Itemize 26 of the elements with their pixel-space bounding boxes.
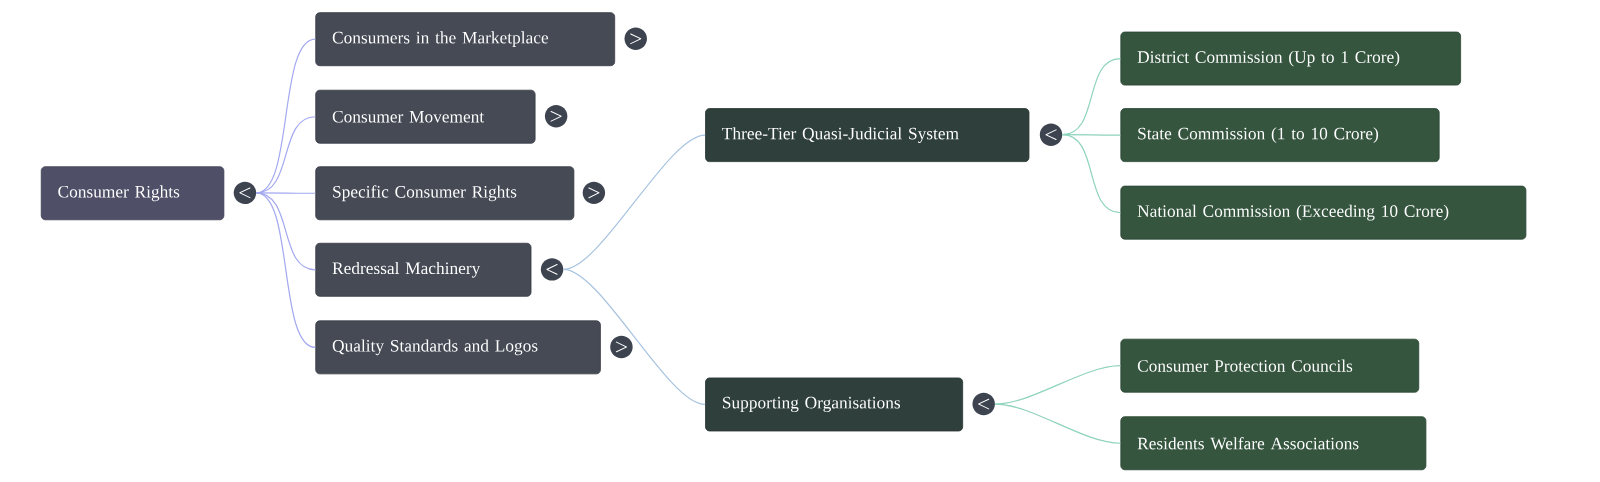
toggle-button: > bbox=[582, 181, 606, 205]
topic-box: State Commission (1 to 10 Crore) bbox=[1120, 108, 1440, 162]
topic-box: Redressal Machinery bbox=[315, 242, 532, 297]
topic-box: National Commission (Exceeding 10 Crore) bbox=[1120, 185, 1527, 240]
toggle-button: < bbox=[540, 258, 564, 281]
toggle-button: > bbox=[544, 105, 568, 128]
toggle-button: > bbox=[624, 27, 647, 50]
connector bbox=[994, 403, 1121, 444]
connector bbox=[255, 192, 316, 348]
toggle-button: < bbox=[1039, 123, 1063, 146]
topic-box: Consumer Movement bbox=[315, 89, 536, 144]
topic-box: Three-Tier Quasi-Judicial System bbox=[705, 108, 1030, 162]
topic-box: Specific Consumer Rights bbox=[315, 166, 575, 221]
topic-box: Quality Standards and Logos bbox=[315, 320, 601, 375]
toggle-button: < bbox=[233, 181, 257, 205]
topic-box: District Commission (Up to 1 Crore) bbox=[1120, 31, 1461, 86]
toggle-button: > bbox=[610, 335, 633, 359]
connector bbox=[562, 268, 706, 406]
connector bbox=[994, 365, 1121, 405]
topic-box: Residents Welfare Associations bbox=[1120, 416, 1427, 471]
toggle-button: < bbox=[972, 392, 995, 416]
topic-box: Consumer Protection Councils bbox=[1120, 338, 1420, 393]
topic-box: Supporting Organisations bbox=[705, 377, 964, 432]
topic-box: Consumer Rights bbox=[40, 166, 225, 221]
connector bbox=[1061, 134, 1121, 214]
topic-box: Consumers in the Marketplace bbox=[315, 12, 616, 67]
